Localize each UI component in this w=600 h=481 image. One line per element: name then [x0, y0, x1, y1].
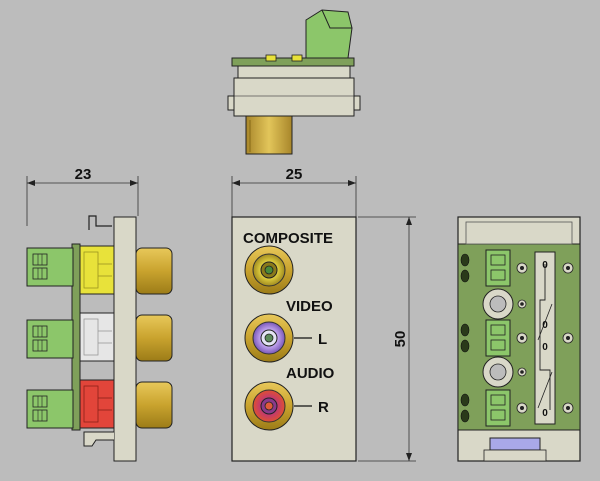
- back-clip-slot: [489, 437, 541, 451]
- back-terminal-block: [460, 389, 511, 427]
- top-bezel-left: [227, 95, 235, 111]
- side-clip-bottom: [83, 431, 114, 447]
- side-rca-jack: [135, 314, 173, 362]
- dimension-width-side: 23: [26, 166, 139, 226]
- side-clip-top: [88, 215, 112, 230]
- top-faceplate: [233, 77, 355, 117]
- side-view: [26, 215, 173, 462]
- top-view: [227, 9, 361, 155]
- back-terminal-block: [460, 319, 511, 357]
- back-terminal-label: 0: [542, 342, 548, 353]
- top-housing: [237, 65, 351, 79]
- label-composite: COMPOSITE: [243, 230, 333, 247]
- dimension-label-50: 50: [392, 331, 409, 348]
- rca-jack-composite: [244, 245, 294, 295]
- top-terminal-screw: [291, 54, 303, 62]
- side-connector-red: [79, 379, 115, 429]
- top-terminal-ridge: [321, 9, 352, 29]
- top-terminal-screw: [265, 54, 277, 62]
- side-terminal-block: [26, 389, 74, 429]
- label-right: R: [318, 399, 329, 416]
- dimension-label-23: 23: [75, 166, 92, 183]
- top-terminal-block: [305, 9, 353, 59]
- side-connector-white: [79, 312, 115, 362]
- side-connector-yellow: [79, 245, 115, 295]
- dimension-height-front: 50: [358, 216, 416, 462]
- side-rca-jack: [135, 247, 173, 295]
- side-rca-jack: [135, 381, 173, 429]
- label-video: VIDEO: [286, 298, 333, 315]
- front-view: COMPOSITE VIDEO L AUDIO R: [231, 216, 357, 462]
- dimension-width-front: 25: [231, 166, 357, 218]
- back-standoff: [482, 288, 514, 320]
- back-terminal-block: [460, 249, 511, 287]
- back-terminal-label: 0: [542, 408, 548, 419]
- side-faceplate: [113, 216, 137, 462]
- top-rca-jack: [245, 115, 293, 155]
- back-terminal-label: 0: [542, 320, 548, 331]
- dimension-label-25: 25: [286, 166, 303, 183]
- label-audio: AUDIO: [286, 365, 335, 382]
- back-terminal-label: 0: [542, 260, 548, 271]
- top-bezel-right: [353, 95, 361, 111]
- side-terminal-block: [26, 247, 74, 287]
- back-view: 0 0 0 0: [457, 216, 581, 462]
- rca-jack-right: [244, 381, 294, 431]
- side-terminal-block: [26, 319, 74, 359]
- rca-jack-left: [244, 313, 294, 363]
- label-left: L: [318, 331, 327, 348]
- back-standoff: [482, 356, 514, 388]
- back-solder-pads: [516, 262, 574, 414]
